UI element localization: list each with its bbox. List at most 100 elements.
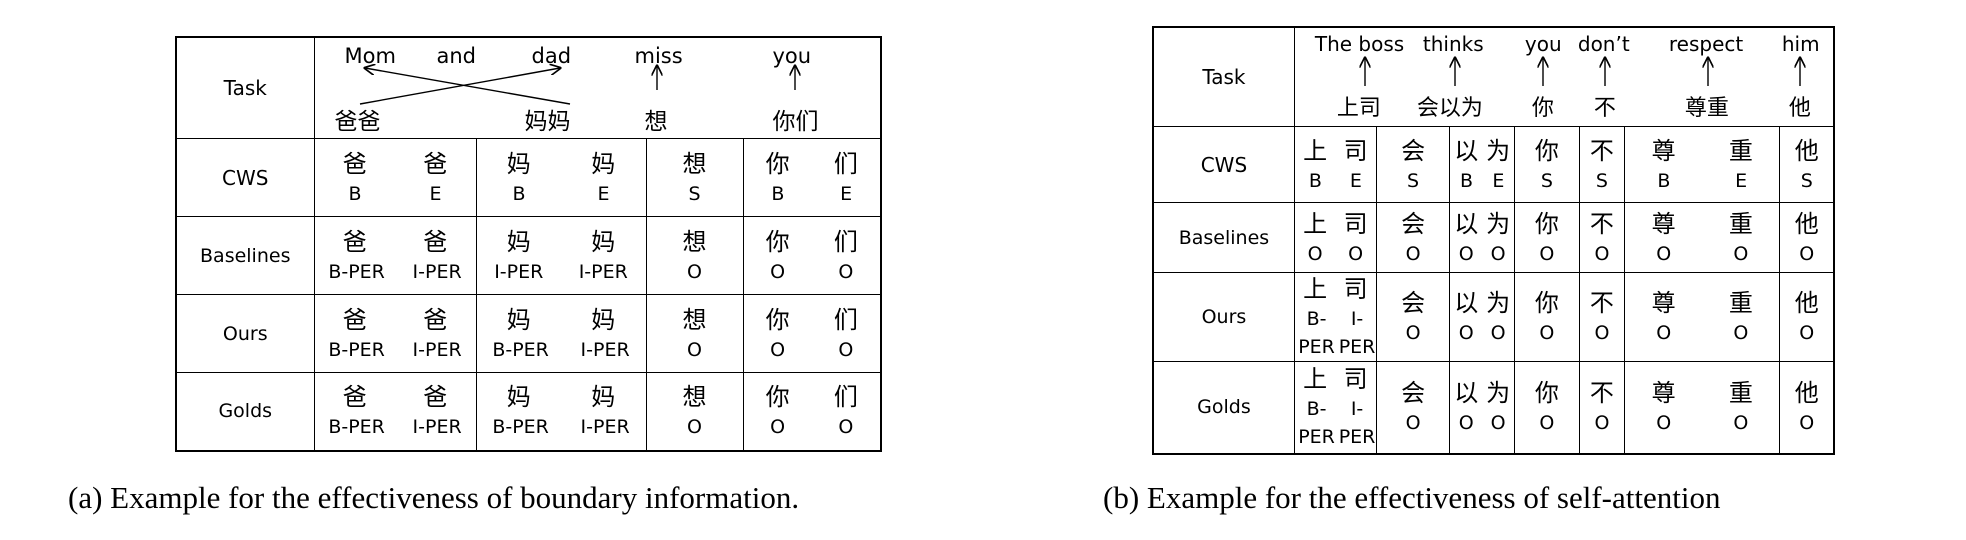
group-cell: 想 O xyxy=(645,216,744,295)
zh-word: 你们 xyxy=(772,109,819,135)
tag: B-PER xyxy=(1298,398,1335,449)
caption-a: (a) Example for the effectiveness of bou… xyxy=(68,480,800,515)
group-cell: 他 S xyxy=(1779,126,1835,203)
tag: E xyxy=(429,182,442,205)
char: 重 xyxy=(1728,379,1753,408)
en-word: The boss xyxy=(1314,32,1405,56)
char: 爸 xyxy=(342,227,367,256)
chinese-words: 上司 会以为 你 不 尊重 他 xyxy=(1295,90,1845,121)
group-cell: 想 O xyxy=(645,372,744,451)
tag: E xyxy=(840,182,853,205)
char: 为 xyxy=(1486,379,1511,408)
char: 他 xyxy=(1794,209,1819,238)
tag: O xyxy=(1594,242,1610,265)
group-cell: 会 S xyxy=(1375,126,1451,203)
char: 爸 xyxy=(423,383,448,412)
tag: I-PER xyxy=(412,338,462,361)
en-word: miss xyxy=(634,44,683,68)
tag: O xyxy=(1594,412,1610,435)
char: 会 xyxy=(1401,209,1426,238)
tag: O xyxy=(1733,242,1749,265)
zh-word: 妈妈 xyxy=(524,109,571,135)
char: 尊 xyxy=(1651,289,1676,317)
char: 们 xyxy=(833,227,858,256)
caption-b: (b) Example for the effectiveness of sel… xyxy=(1103,480,1721,515)
char: 他 xyxy=(1794,379,1819,408)
char: 不 xyxy=(1589,209,1614,238)
tag: O xyxy=(1799,322,1815,344)
char: 爸 xyxy=(423,149,448,178)
tag: B-PER xyxy=(492,338,549,361)
char: 爸 xyxy=(342,305,367,334)
group-cell: 不 O xyxy=(1578,361,1626,454)
tag: S xyxy=(1800,169,1813,192)
group-cell: 你 S xyxy=(1514,126,1580,203)
sentence-header: Mom and dad miss you 爸爸 妈妈 想 你们 xyxy=(313,36,882,139)
en-word: you xyxy=(772,44,812,68)
tag: I-PER xyxy=(412,260,462,283)
tag: O xyxy=(1490,242,1506,265)
char: 司 xyxy=(1343,365,1368,394)
char: 司 xyxy=(1343,136,1368,165)
char: 想 xyxy=(682,227,707,256)
task-cell: Ours xyxy=(1152,272,1295,362)
tag: B xyxy=(348,182,362,205)
tag: E xyxy=(1492,169,1505,192)
char: 妈 xyxy=(591,227,616,256)
english-words: The boss thinks you don’t respect him xyxy=(1295,32,1845,58)
zh-word: 他 xyxy=(1788,96,1811,121)
char: 妈 xyxy=(506,383,531,412)
tag: B-PER xyxy=(328,416,385,439)
en-word: you xyxy=(1524,32,1562,56)
task-cell: CWS xyxy=(1152,126,1295,203)
char: 尊 xyxy=(1651,136,1676,165)
char: 会 xyxy=(1401,136,1426,165)
zh-word: 尊重 xyxy=(1684,96,1729,121)
char: 你 xyxy=(1534,289,1559,317)
char: 司 xyxy=(1343,209,1368,238)
tag: O xyxy=(1594,322,1610,344)
char: 会 xyxy=(1401,379,1426,408)
figure-panel-a: Task Mom and dad mi xyxy=(175,36,882,452)
tag: O xyxy=(838,338,854,361)
group-cell: 你 O xyxy=(1514,272,1580,362)
en-word: dad xyxy=(531,44,572,68)
task-cell: CWS xyxy=(175,138,315,217)
char: 不 xyxy=(1589,379,1614,408)
group-cell: 不 O xyxy=(1578,272,1626,362)
char: 他 xyxy=(1794,136,1819,165)
group-cell: 他 O xyxy=(1779,272,1835,362)
group-cell: 不 S xyxy=(1578,126,1626,203)
tag: O xyxy=(770,416,786,439)
char: 不 xyxy=(1589,289,1614,317)
en-word: respect xyxy=(1668,32,1744,56)
char: 爸 xyxy=(342,383,367,412)
char: 重 xyxy=(1728,289,1753,317)
char: 司 xyxy=(1343,275,1368,303)
tag: O xyxy=(1656,242,1672,265)
char: 以 xyxy=(1454,289,1479,317)
tag: B xyxy=(512,182,526,205)
group-cell: 会 O xyxy=(1375,202,1451,273)
tag: O xyxy=(1733,322,1749,344)
char: 尊 xyxy=(1651,209,1676,238)
tag: O xyxy=(687,338,702,361)
tag: O xyxy=(1799,412,1815,435)
tag: O xyxy=(1405,412,1421,435)
tag: E xyxy=(1349,169,1362,192)
